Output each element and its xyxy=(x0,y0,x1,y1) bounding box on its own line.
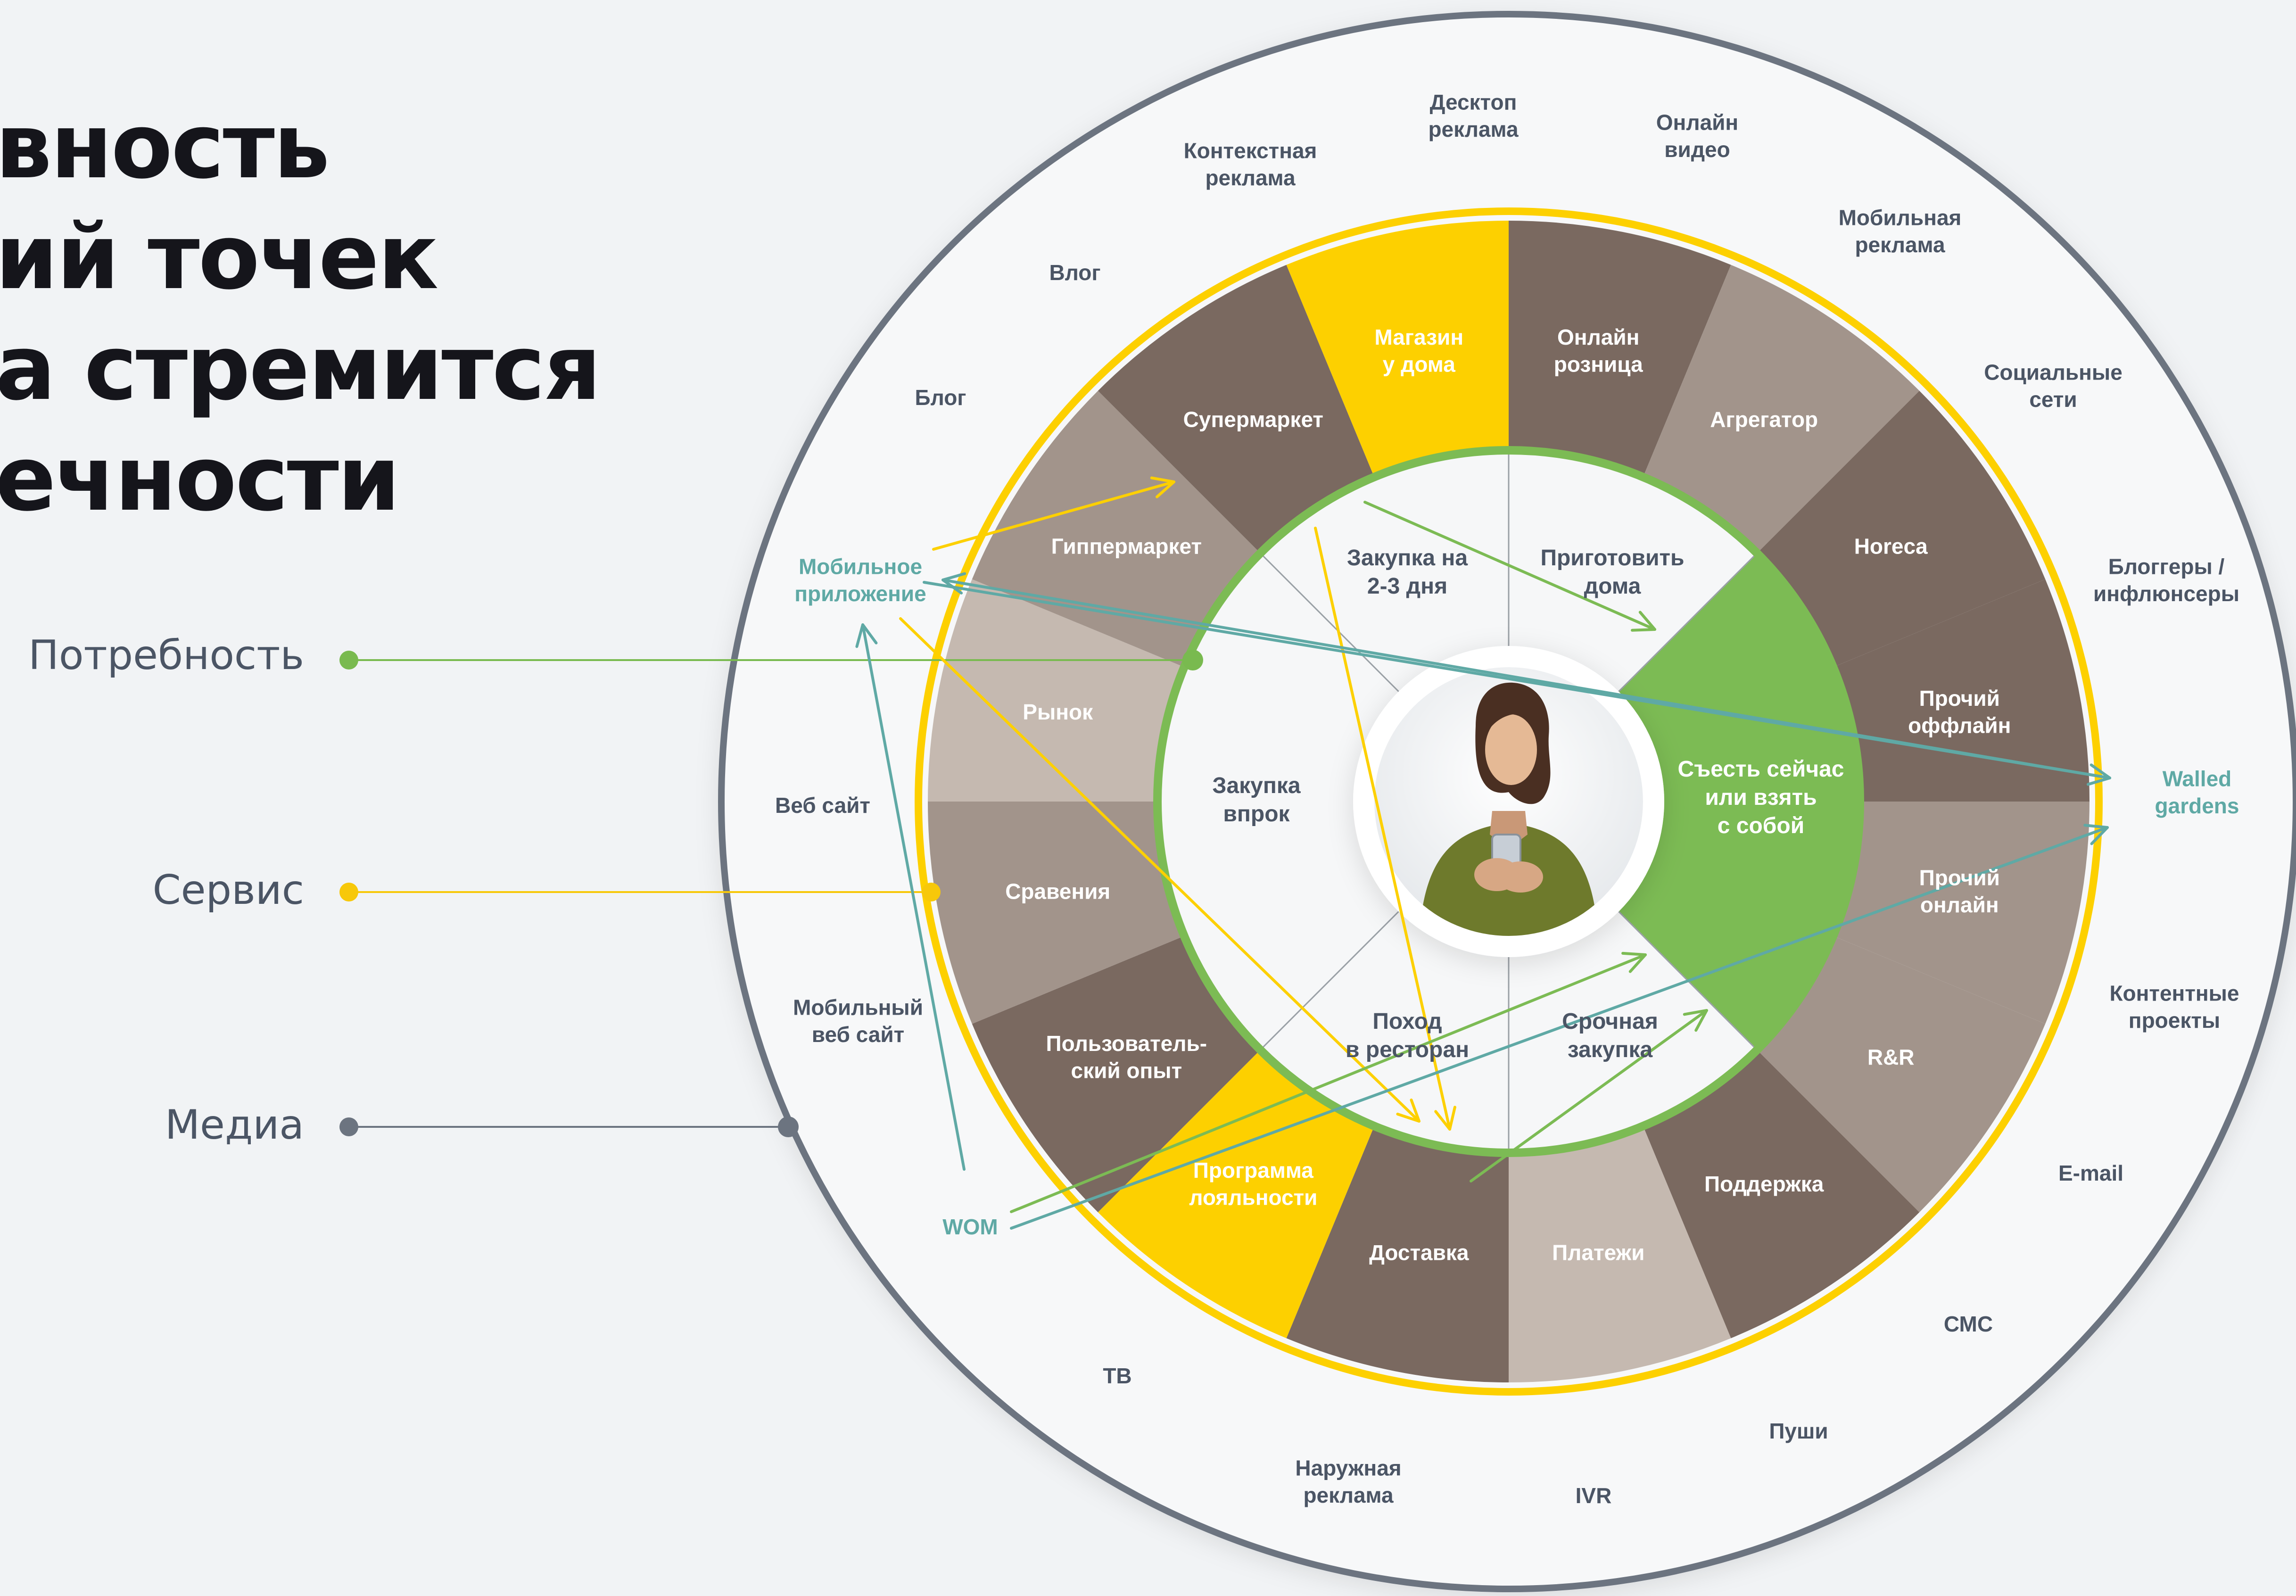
service-sector-r-r xyxy=(1757,936,2046,1213)
service-connector-dot xyxy=(339,883,358,901)
media-connector-dot xyxy=(339,1117,358,1136)
media-label-wom: WOM xyxy=(942,1215,998,1239)
service-sector-агрегатор xyxy=(1643,265,1920,554)
need-divider xyxy=(1618,553,1758,692)
service-sector-магазин-у-дома xyxy=(1286,221,1509,477)
need-divider xyxy=(1260,553,1399,692)
service-sector-пользователь-ский-опыт xyxy=(972,936,1261,1213)
arrow-app-to-walled xyxy=(923,581,2111,786)
service-label-агрегатор: Агрегатор xyxy=(1710,407,1818,431)
service-connector-end xyxy=(922,883,941,901)
arrow-app-to-restaurant xyxy=(899,617,1421,1123)
service-label-доставка: Доставка xyxy=(1369,1240,1469,1265)
heading-line-2: ий точек xyxy=(0,205,438,309)
media-label-влог: Влог xyxy=(1049,260,1100,285)
media-label-ivr: IVR xyxy=(1576,1483,1612,1508)
legend-label-media: Медиа xyxy=(165,1101,304,1149)
service-sector-супермаркет xyxy=(1098,265,1374,554)
journey-arrows xyxy=(855,476,2111,1230)
arrow-store-to-restaurant xyxy=(1314,527,1456,1131)
arrow-wom-to-urgent xyxy=(1010,951,1647,1213)
service-ring-border xyxy=(915,207,2103,1396)
legend-label-need: Потребность xyxy=(28,632,304,679)
media-label-тв: ТВ xyxy=(1103,1364,1131,1388)
need-divider xyxy=(1260,911,1399,1050)
arrow-urgent-to-loyalty xyxy=(1470,1009,1708,1183)
media-ring-border xyxy=(718,11,2296,1592)
service-sector-прочий-оффлайн xyxy=(1833,579,2090,802)
need-connector-end xyxy=(1182,650,1203,670)
media-connector-end xyxy=(778,1116,799,1137)
arrow-wom-to-walled xyxy=(1010,824,2109,1230)
arrow-purchase-to-cook xyxy=(1363,501,1656,632)
media-label-блог: Блог xyxy=(915,385,966,410)
service-sector-рынок xyxy=(928,579,1184,802)
service-sector-платежи xyxy=(1509,1126,1731,1382)
media-label-e-mail: E-mail xyxy=(2058,1161,2123,1185)
service-sector-horeca xyxy=(1757,390,2046,667)
service-label-сравения: Сравения xyxy=(1005,879,1110,903)
arrow-app-to-store xyxy=(932,476,1175,551)
heading-line-1: вность xyxy=(0,94,330,198)
service-label-рынок: Рынок xyxy=(1023,700,1093,724)
service-label-horeca: Horeca xyxy=(1854,534,1928,558)
service-label-гиппермаркет: Гиппермаркет xyxy=(1051,534,1202,558)
heading-line-3: а стремится xyxy=(0,316,601,420)
service-label-поддержка: Поддержка xyxy=(1704,1172,1824,1196)
service-sector-онлайн-розница xyxy=(1509,221,1731,477)
heading-line-4: ечности xyxy=(0,427,400,531)
arrow-wom-to-app xyxy=(855,623,966,1171)
legend-label-service: Сервис xyxy=(152,867,304,914)
service-label-r-r: R&R xyxy=(1867,1045,1915,1069)
service-sector-поддержка xyxy=(1643,1050,1920,1339)
service-label-платежи: Платежи xyxy=(1552,1240,1644,1265)
need-sector-eat-now xyxy=(1619,553,1860,1050)
service-sector-доставка xyxy=(1286,1126,1509,1382)
service-label-пользователь-ский-опыт: Пользователь-ский опыт xyxy=(1046,1031,1207,1083)
person-photo xyxy=(1374,667,1643,936)
media-label-блоггеры-инфлюнсеры: Блоггеры /инфлюнсеры xyxy=(2093,554,2239,606)
service-label-супермаркет: Супермаркет xyxy=(1183,407,1323,431)
media-label-смс: СМС xyxy=(1944,1312,1993,1336)
media-label-пуши: Пуши xyxy=(1769,1419,1828,1443)
media-label-веб-сайт: Веб сайт xyxy=(775,793,870,818)
need-connector-dot xyxy=(339,651,358,670)
service-sector-сравения xyxy=(928,802,1184,1024)
